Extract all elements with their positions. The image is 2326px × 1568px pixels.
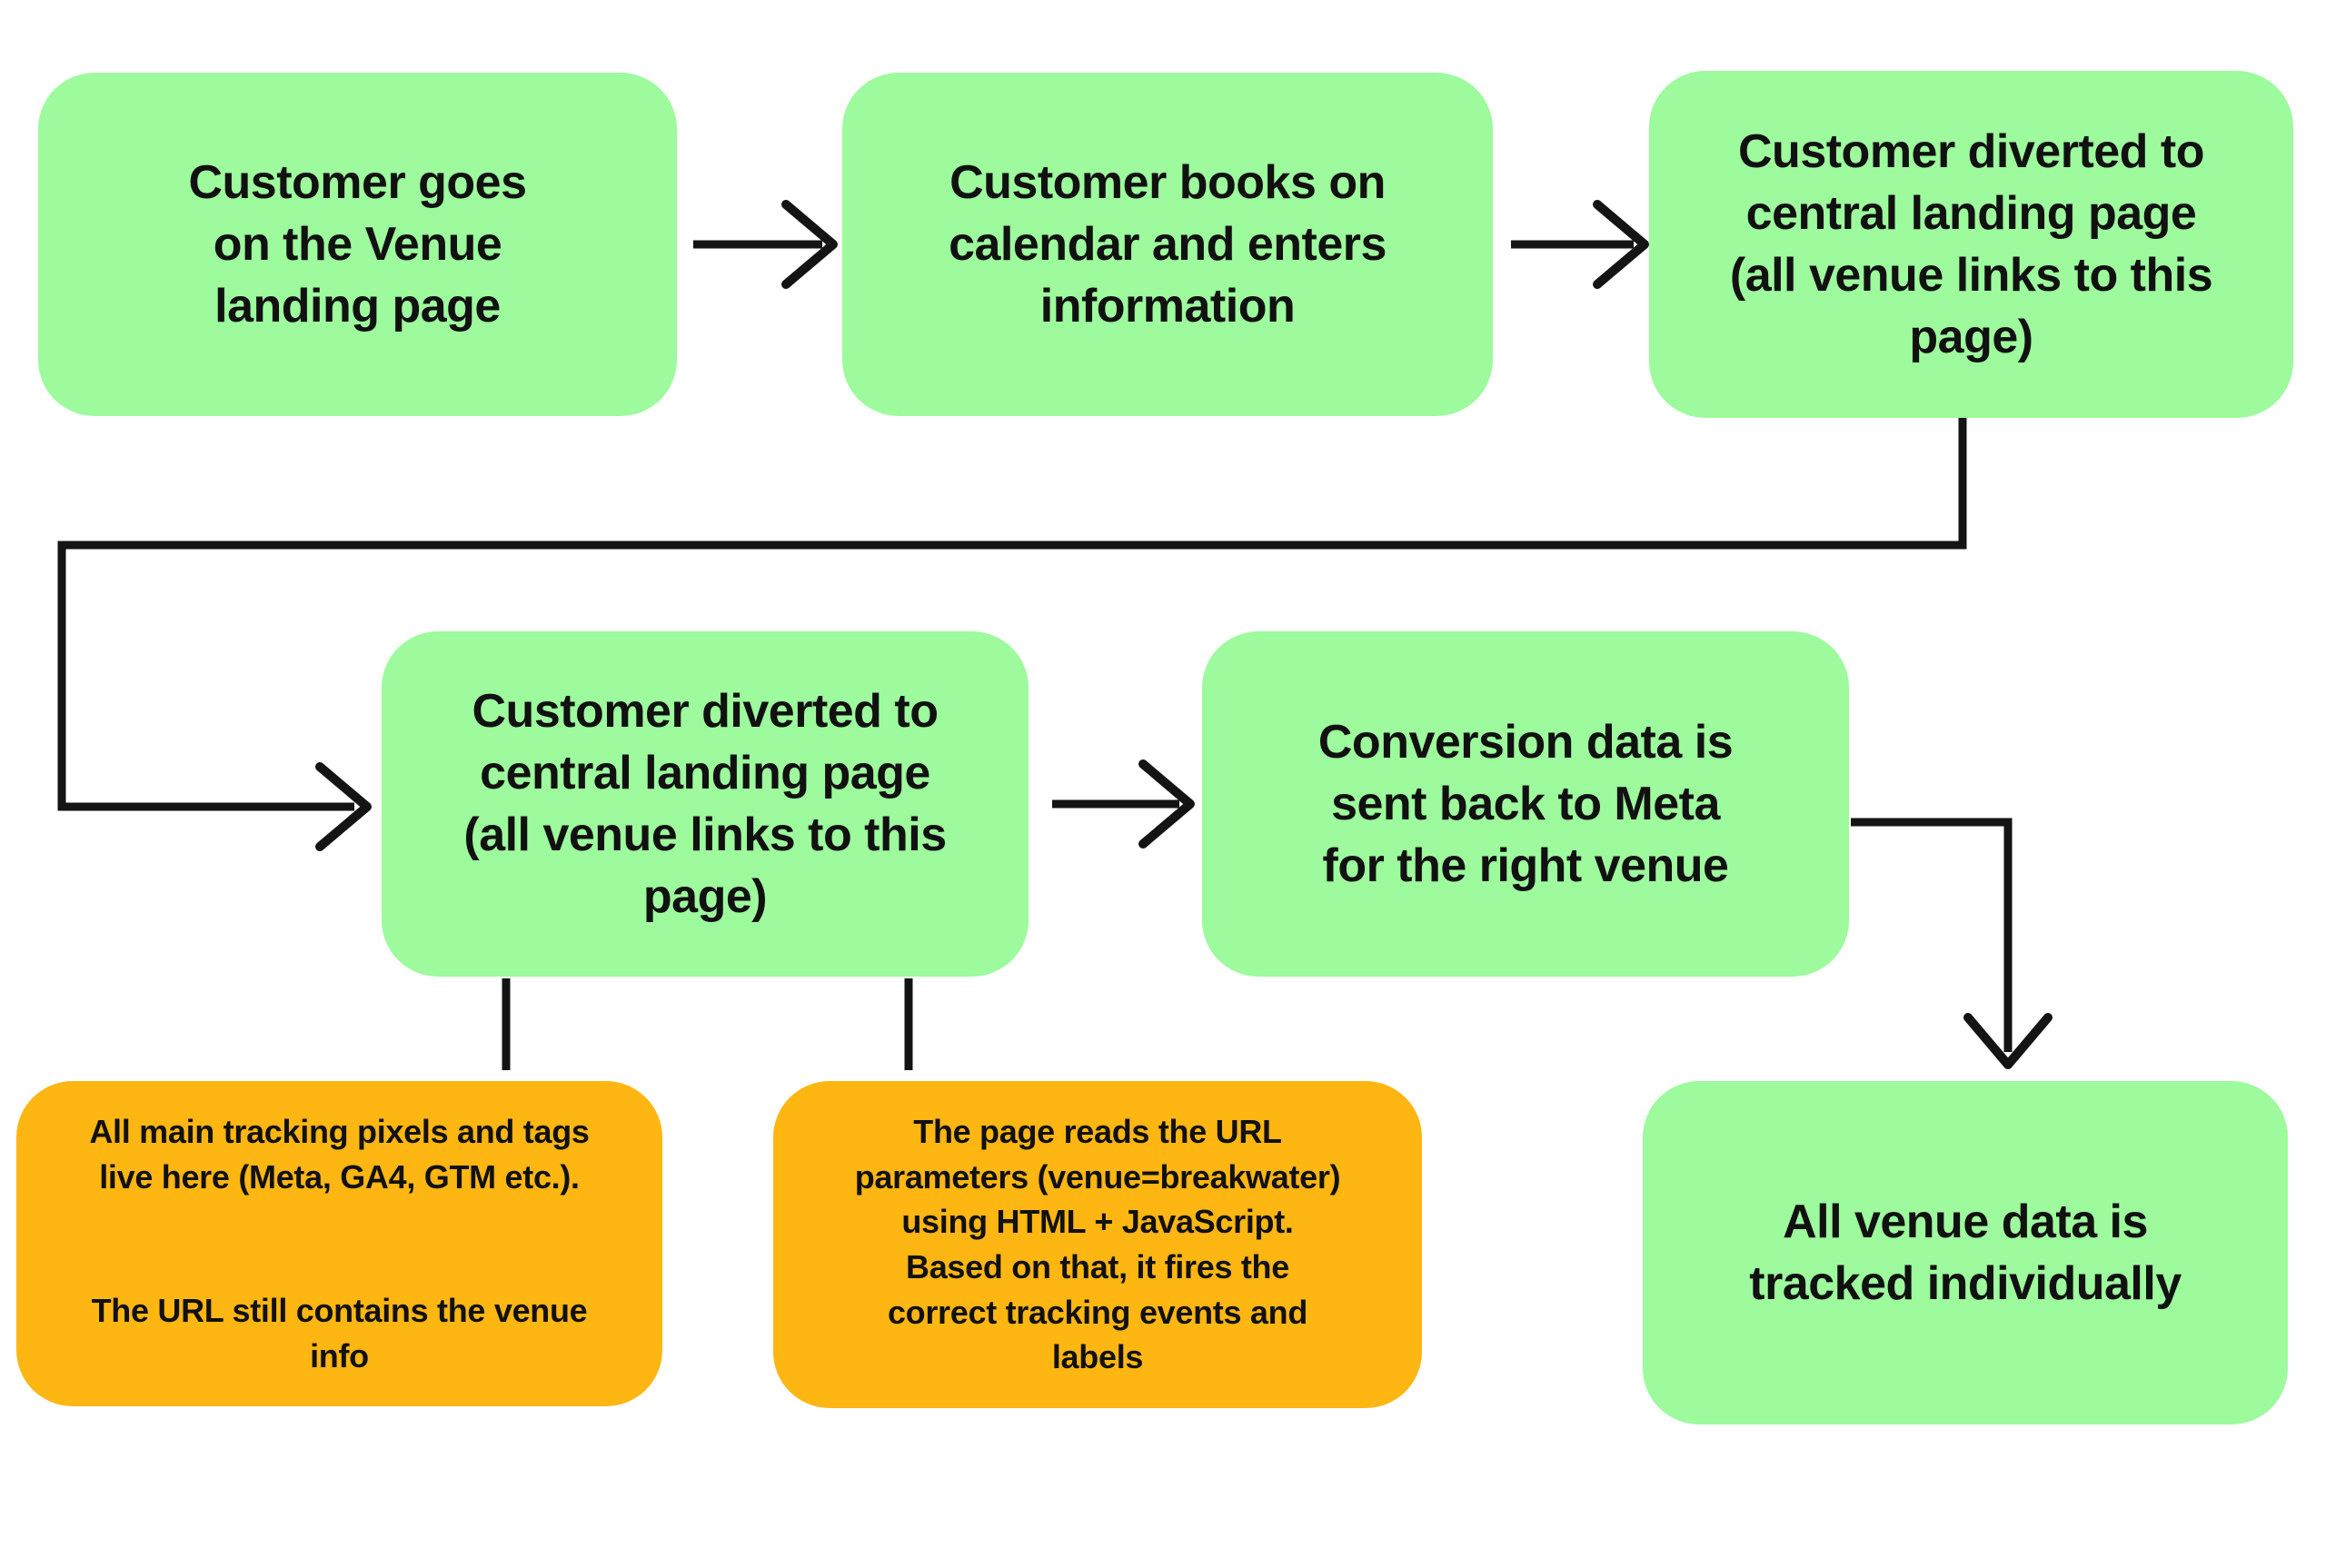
note-tracking-pixels: All main tracking pixels and tags live h… bbox=[16, 1081, 662, 1406]
arrow-step2-step3 bbox=[1511, 200, 1649, 289]
arrow-step4-step5 bbox=[1052, 759, 1195, 849]
node-result-label: All venue data is tracked individually bbox=[1749, 1195, 2182, 1310]
note-tracking-pixels-paragraph-1: All main tracking pixels and tags live h… bbox=[89, 1112, 590, 1196]
node-step5-label: Conversion data is sent back to Meta for… bbox=[1317, 715, 1734, 893]
connector-step5-result bbox=[1851, 818, 2053, 1069]
connector-step3-step4 bbox=[57, 418, 1967, 851]
node-step3-diverted-central-landing: Customer diverted to central landing pag… bbox=[1649, 71, 2293, 418]
node-step5-conversion-data-to-meta: Conversion data is sent back to Meta for… bbox=[1202, 631, 1849, 977]
node-step2-label: Customer books on calendar and enters in… bbox=[949, 155, 1387, 333]
node-step3-label: Customer diverted to central landing pag… bbox=[1729, 124, 2213, 364]
arrow-step2-step3-arrowhead-icon bbox=[1593, 200, 1649, 289]
arrow-step4-step5-arrowhead-icon bbox=[1138, 759, 1195, 849]
connector-step3-step4-shaft bbox=[57, 418, 1967, 811]
note-tracking-pixels-paragraph-2: The URL still contains the venue info bbox=[91, 1291, 588, 1374]
node-result-tracked-individually: All venue data is tracked individually bbox=[1643, 1081, 2288, 1424]
node-step4-label: Customer diverted to central landing pag… bbox=[463, 684, 947, 924]
note-tracking-pixels-text: All main tracking pixels and tags live h… bbox=[89, 1064, 590, 1424]
connector-step5-result-arrowhead-icon bbox=[1963, 1013, 2053, 1069]
note-url-params: The page reads the URL parameters (venue… bbox=[773, 1081, 1422, 1408]
connector-step3-step4-arrowhead-icon bbox=[315, 762, 372, 851]
node-step2-books-on-calendar: Customer books on calendar and enters in… bbox=[842, 73, 1493, 416]
connector-step5-result-shaft bbox=[1851, 818, 2013, 1052]
node-step1-label: Customer goes on the Venue landing page bbox=[188, 155, 527, 333]
node-step4-diverted-central-landing: Customer diverted to central landing pag… bbox=[382, 631, 1029, 977]
arrow-step1-step2 bbox=[693, 200, 838, 289]
note-url-params-label: The page reads the URL parameters (venue… bbox=[854, 1112, 1341, 1376]
node-step1-venue-landing-page: Customer goes on the Venue landing page bbox=[38, 73, 677, 416]
arrow-step1-step2-arrowhead-icon bbox=[781, 200, 838, 289]
